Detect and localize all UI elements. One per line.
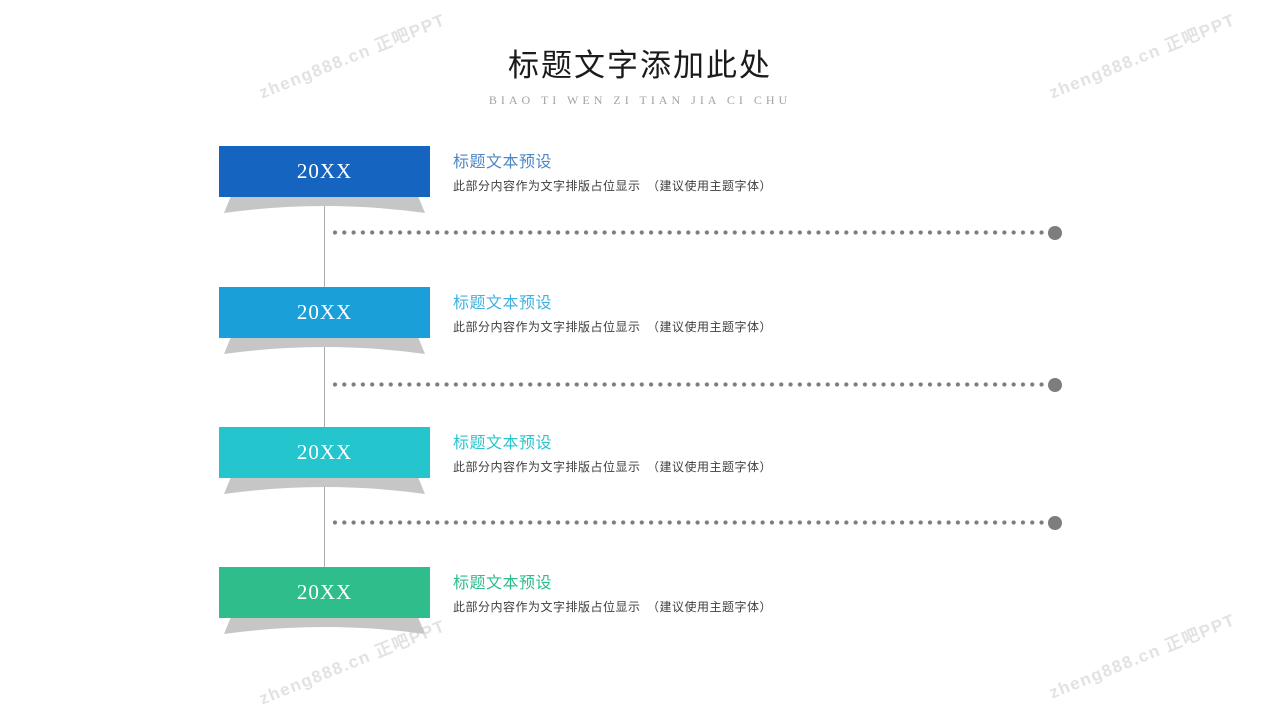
timeline-end-dot-icon (1048, 515, 1062, 530)
slide-header: 标题文字添加此处 BIAO TI WEN ZI TIAN JIA CI CHU (0, 40, 1280, 108)
year-banner: 20XX (219, 287, 430, 338)
banner-shadow-ribbon-icon (224, 617, 425, 634)
timeline-item: 20XX 标题文本预设 此部分内容作为文字排版占位显示 （建议使用主题字体） (219, 146, 1049, 221)
page-title: 标题文字添加此处 (508, 48, 772, 83)
dotted-line (332, 377, 1062, 392)
item-title: 标题文本预设 (453, 575, 553, 592)
year-banner: 20XX (219, 146, 430, 197)
dotted-line (332, 225, 1062, 240)
banner-shadow-ribbon-icon (224, 477, 425, 494)
timeline-end-dot-icon (1048, 225, 1062, 240)
item-description: 此部分内容作为文字排版占位显示 （建议使用主题字体） (453, 600, 773, 614)
year-banner: 20XX (219, 427, 430, 478)
item-description: 此部分内容作为文字排版占位显示 （建议使用主题字体） (453, 320, 773, 334)
page-subtitle: BIAO TI WEN ZI TIAN JIA CI CHU (488, 93, 792, 107)
banner-shadow-ribbon-icon (224, 337, 425, 354)
year-banner: 20XX (219, 567, 430, 618)
timeline-end-dot-icon (1048, 377, 1062, 392)
dotted-line (332, 515, 1062, 530)
watermark: zheng888.cn 正吧PPT (1046, 610, 1239, 703)
timeline-item: 20XX 标题文本预设 此部分内容作为文字排版占位显示 （建议使用主题字体） (219, 427, 1049, 502)
banner-shadow-ribbon-icon (224, 196, 425, 213)
timeline-connector-line (324, 197, 325, 568)
item-title: 标题文本预设 (453, 295, 553, 312)
item-title: 标题文本预设 (453, 154, 553, 171)
item-description: 此部分内容作为文字排版占位显示 （建议使用主题字体） (453, 460, 773, 474)
timeline-item: 20XX 标题文本预设 此部分内容作为文字排版占位显示 （建议使用主题字体） (219, 567, 1049, 642)
timeline-item: 20XX 标题文本预设 此部分内容作为文字排版占位显示 （建议使用主题字体） (219, 287, 1049, 362)
item-title: 标题文本预设 (453, 435, 553, 452)
item-description: 此部分内容作为文字排版占位显示 （建议使用主题字体） (453, 179, 773, 193)
